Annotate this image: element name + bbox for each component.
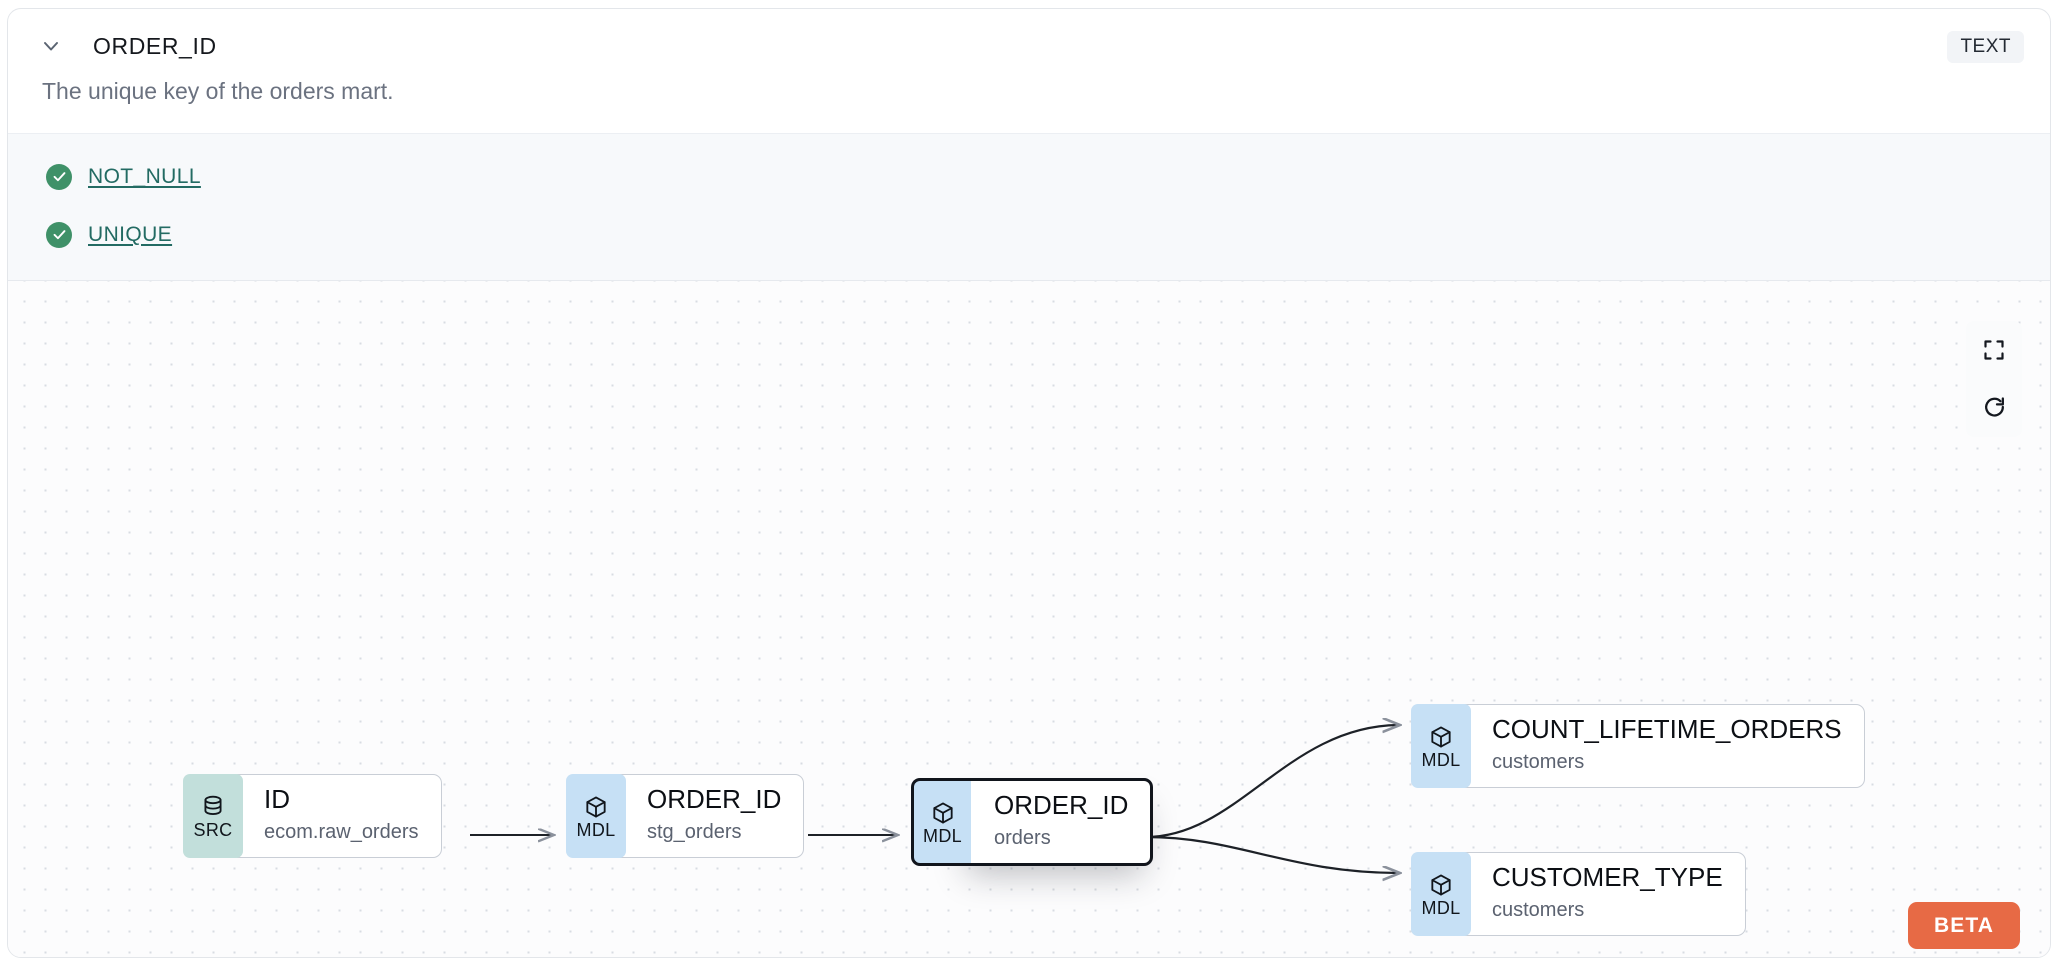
chevron-down-icon[interactable] [34, 29, 68, 63]
node-column-name: ORDER_ID [994, 789, 1129, 820]
node-body: ID ecom.raw_orders [229, 773, 442, 858]
node-column-name: ORDER_ID [647, 783, 782, 814]
node-table-name: orders [994, 826, 1051, 849]
check-circle-icon [46, 163, 72, 190]
edge-orders-count [1145, 725, 1400, 838]
node-column-name: CUSTOMER_TYPE [1492, 861, 1723, 892]
node-badge-mdl: MDL [911, 777, 971, 866]
node-badge-label: SRC [193, 819, 233, 840]
cube-icon [586, 796, 606, 818]
node-body: ORDER_ID orders [957, 777, 1154, 866]
node-badge-mdl: MDL [566, 773, 626, 858]
node-badge-src: SRC [183, 773, 243, 858]
lineage-node-src-id[interactable]: SRC ID ecom.raw_orders [183, 773, 442, 858]
beta-badge[interactable]: BETA [1907, 901, 2020, 949]
cube-icon [932, 802, 953, 824]
node-badge-mdl: MDL [1411, 851, 1471, 936]
tests-section: NOT_NULL UNIQUE [8, 132, 2050, 281]
node-badge-label: MDL [923, 825, 962, 846]
column-type-badge[interactable]: TEXT [1947, 31, 2024, 63]
lineage-edges [470, 281, 2050, 958]
test-row: UNIQUE [8, 206, 2050, 264]
cube-icon [1431, 726, 1451, 748]
node-body: ORDER_ID stg_orders [612, 773, 805, 858]
fullscreen-icon [1984, 340, 2004, 360]
canvas-controls [1966, 320, 2022, 437]
node-column-name: ID [264, 783, 290, 814]
node-table-name: customers [1492, 750, 1585, 773]
database-icon [204, 795, 222, 815]
node-body: COUNT_LIFETIME_ORDERS customers [1457, 703, 1865, 788]
node-column-name: COUNT_LIFETIME_ORDERS [1492, 713, 1842, 744]
test-row: NOT_NULL [8, 148, 2050, 206]
card-header: ORDER_ID TEXT [8, 9, 2050, 83]
check-circle-icon [46, 221, 72, 248]
test-link-not-null[interactable]: NOT_NULL [88, 164, 201, 188]
node-badge-label: MDL [1421, 897, 1461, 918]
lineage-node-orders-selected[interactable]: MDL ORDER_ID orders [911, 777, 1154, 866]
fit-view-button[interactable] [1966, 321, 2022, 379]
refresh-icon [1984, 397, 2004, 417]
node-badge-label: MDL [576, 819, 616, 840]
column-detail-card: ORDER_ID TEXT The unique key of the orde… [7, 8, 2051, 958]
lineage-node-count-lifetime-orders[interactable]: MDL COUNT_LIFETIME_ORDERS customers [1411, 703, 1865, 788]
node-badge-label: MDL [1421, 749, 1461, 770]
page-title: ORDER_ID [93, 32, 217, 59]
node-body: CUSTOMER_TYPE customers [1457, 851, 1746, 936]
node-table-name: customers [1492, 898, 1585, 921]
cube-icon [1431, 874, 1451, 896]
lineage-node-stg-orders[interactable]: MDL ORDER_ID stg_orders [566, 773, 805, 858]
refresh-button[interactable] [1966, 379, 2022, 437]
test-link-unique[interactable]: UNIQUE [88, 222, 173, 246]
node-table-name: ecom.raw_orders [264, 820, 419, 843]
lineage-node-customer-type[interactable]: MDL CUSTOMER_TYPE customers [1411, 851, 1746, 936]
column-description: The unique key of the orders mart. [42, 78, 394, 104]
edge-orders-customertype [1145, 835, 1400, 873]
lineage-graph-canvas[interactable]: SRC ID ecom.raw_orders MDL ORDER_ID stg_… [8, 280, 2050, 958]
node-table-name: stg_orders [647, 820, 742, 843]
node-badge-mdl: MDL [1411, 703, 1471, 788]
